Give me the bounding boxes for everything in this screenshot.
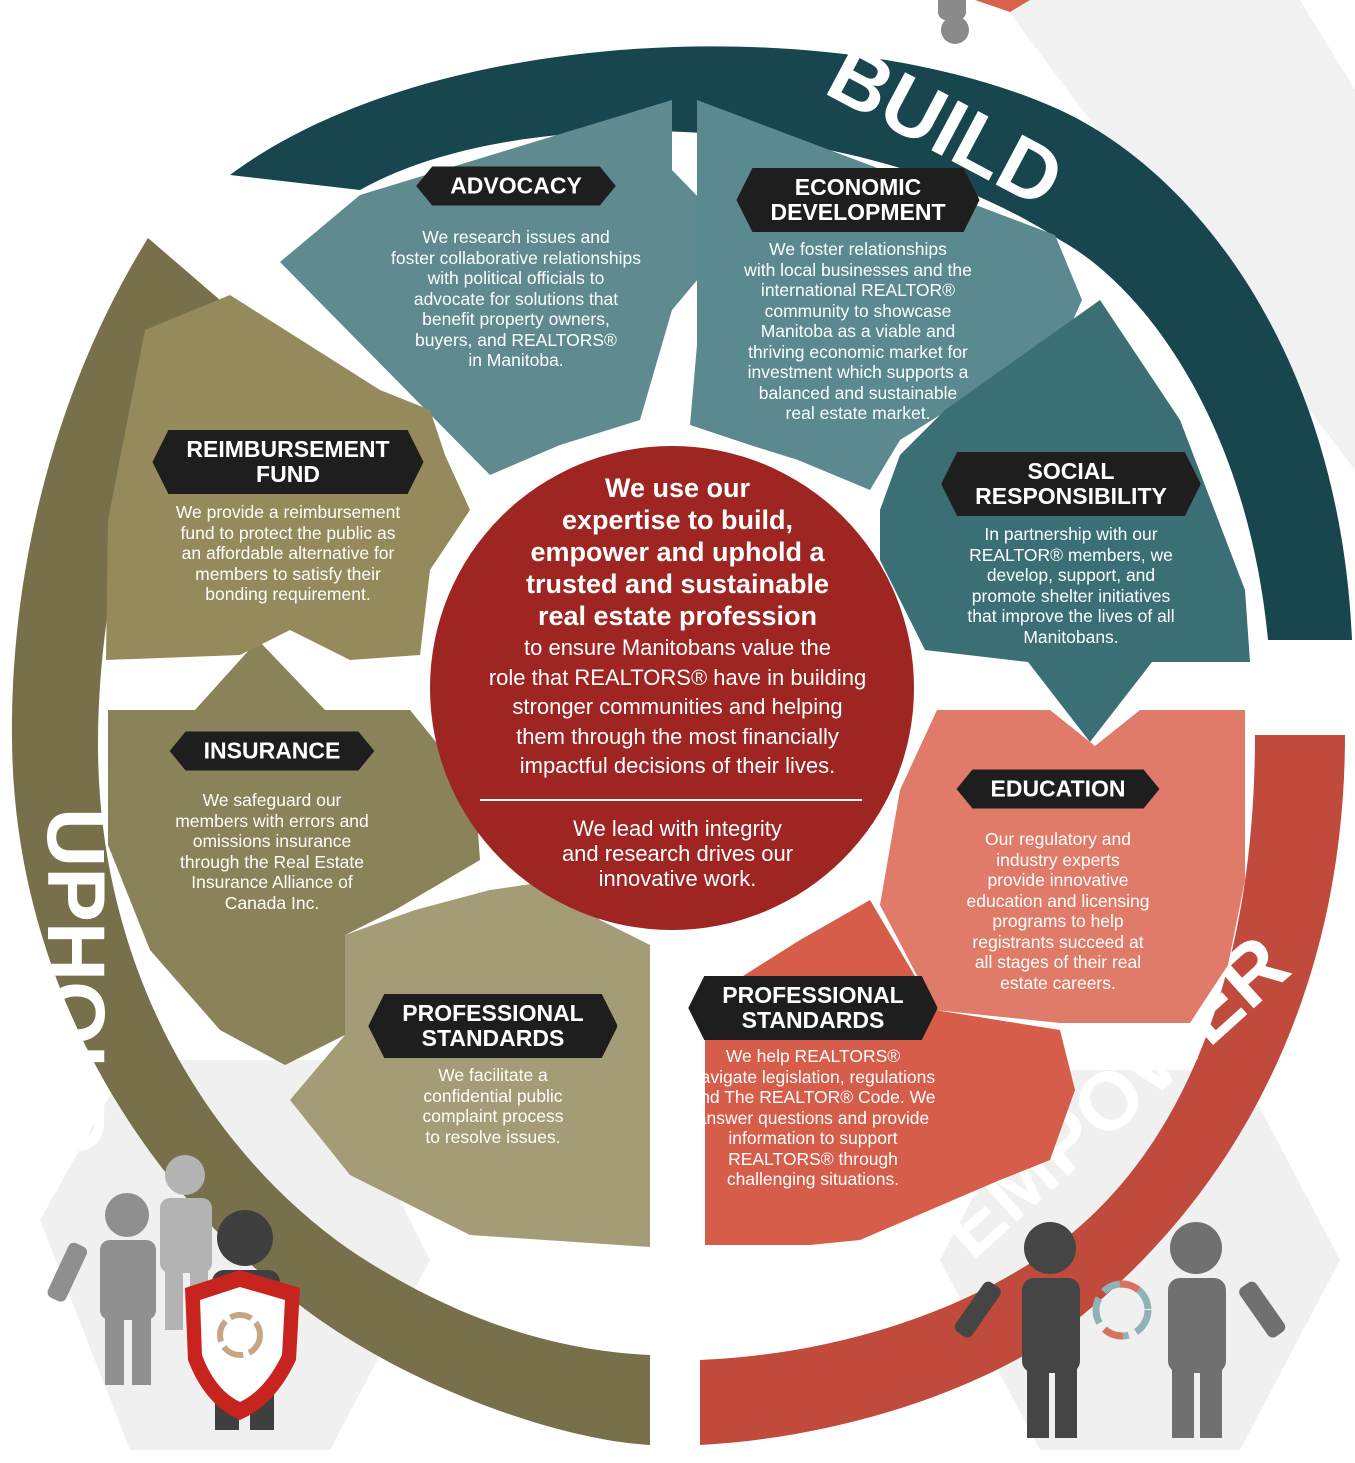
professional-standards-uphold-title: PROFESSIONAL STANDARDS [368,994,617,1058]
advocacy-title: ADVOCACY [416,167,616,206]
center-circle [430,446,914,930]
professional-standards-uphold-text: We facilitate a confidential public comp… [422,1065,564,1147]
segment-professional-standards-uphold [290,880,650,1247]
advocacy-text: We research issues and foster collaborat… [391,227,641,370]
svg-text:UPHOLD: UPHOLD [30,808,121,1154]
economic-development-title: ECONOMIC DEVELOPMENT [736,168,979,232]
people-handshake-icon [954,1222,1286,1438]
center-footer: We lead with integrity and research driv… [561,816,794,891]
uphold-arc [11,238,651,1445]
economic-development-text: We foster relationships with local busin… [744,239,972,423]
people-shield-icon [47,1155,300,1430]
social-responsibility-text: In partnership with our REALTOR® members… [967,524,1175,647]
center-body: to ensure Manitobans value the role that… [488,635,867,778]
center-headline: We use our expertise to build, empower a… [525,473,830,631]
professional-standards-empower-title: PROFESSIONAL STANDARDS [688,976,937,1040]
segment-advocacy [280,100,735,475]
social-responsibility-title: SOCIAL RESPONSIBILITY [941,452,1201,516]
uphold-arc-label: UPHOLD [30,808,121,1154]
insurance-text: We safeguard our members with errors and… [175,790,369,913]
reimbursement-fund-text: We provide a reimbursement fund to prote… [175,502,401,604]
person-top-icon [938,0,1030,44]
education-title: EDUCATION [956,770,1159,809]
build-arc [230,46,1352,640]
insurance-title: INSURANCE [170,732,375,771]
reimbursement-fund-title: REIMBURSEMENT FUND [152,430,423,494]
segment-social-responsibility [880,300,1250,742]
professional-standards-empower-text: We help REALTORS® navigate legislation, … [690,1046,936,1189]
education-text: Our regulatory and industry experts prov… [966,829,1150,993]
